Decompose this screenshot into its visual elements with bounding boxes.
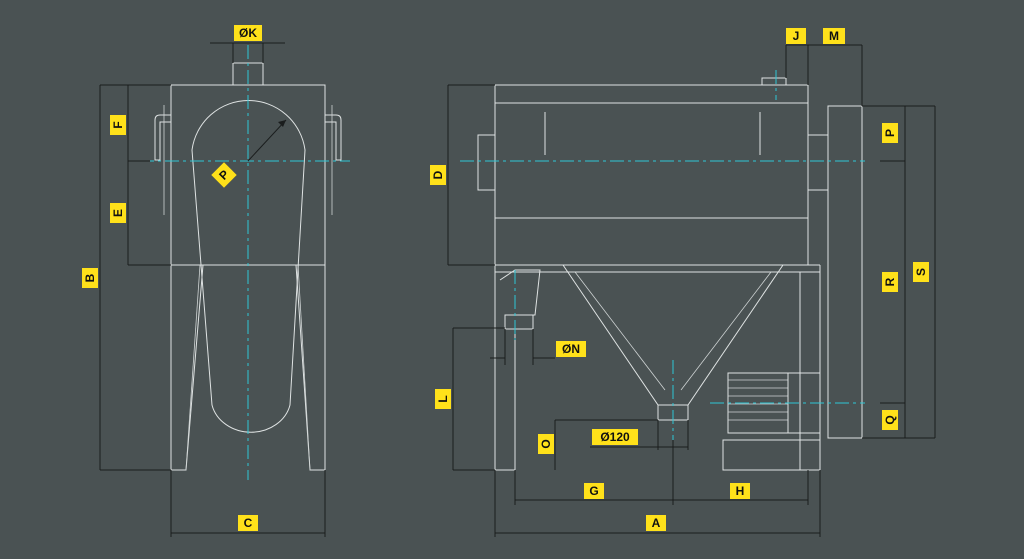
motor-base — [722, 439, 821, 471]
label-g: G — [584, 483, 604, 499]
label-h: H — [730, 483, 750, 499]
label-e-text: E — [111, 209, 125, 217]
label-q-text: Q — [883, 415, 897, 424]
side-left-leg — [170, 264, 204, 471]
label-a-text: A — [652, 516, 661, 530]
label-j-text: J — [793, 29, 800, 43]
label-m: M — [823, 28, 845, 44]
label-r-text: R — [883, 277, 897, 286]
front-view — [447, 44, 936, 537]
label-ok: ØK — [234, 25, 262, 41]
front-right-leg — [799, 265, 821, 471]
side-right-handle — [325, 114, 342, 161]
label-s-text: S — [914, 268, 928, 276]
label-c-text: C — [244, 516, 253, 530]
label-g-text: G — [589, 484, 598, 498]
hopper — [562, 264, 784, 406]
front-top-outlet — [761, 77, 787, 86]
label-b: B — [82, 268, 98, 288]
label-l-text: L — [436, 395, 450, 402]
label-a: A — [646, 515, 666, 531]
label-o120: Ø120 — [592, 429, 638, 445]
label-ok-text: ØK — [239, 26, 257, 40]
label-d-text: D — [431, 170, 445, 179]
label-m-text: M — [829, 29, 839, 43]
label-on-text: ØN — [562, 342, 580, 356]
label-p-radius: P — [211, 162, 237, 188]
front-left-bearing — [477, 134, 496, 191]
label-p-text: P — [883, 129, 897, 137]
label-s: S — [913, 262, 929, 282]
label-on: ØN — [556, 341, 586, 357]
label-h-text: H — [736, 484, 745, 498]
belt-guard — [827, 105, 863, 439]
label-f: F — [110, 115, 126, 135]
label-o-text: O — [539, 439, 553, 448]
label-f-text: F — [111, 121, 125, 128]
front-left-leg — [494, 265, 516, 471]
label-p: P — [882, 123, 898, 143]
label-l: L — [435, 389, 451, 409]
side-view — [99, 42, 350, 537]
label-j: J — [786, 28, 806, 44]
label-d: D — [430, 165, 446, 185]
side-left-handle — [154, 114, 171, 161]
side-chute — [499, 269, 541, 316]
label-e: E — [110, 203, 126, 223]
label-r: R — [882, 272, 898, 292]
side-rotor-outline — [191, 100, 306, 433]
side-right-leg — [295, 264, 326, 471]
label-c: C — [238, 515, 258, 531]
front-housing — [494, 84, 809, 266]
front-right-bearing — [807, 134, 829, 191]
label-o: O — [538, 434, 554, 454]
label-o120-text: Ø120 — [600, 430, 630, 444]
label-b-text: B — [83, 273, 97, 282]
label-q: Q — [882, 410, 898, 430]
